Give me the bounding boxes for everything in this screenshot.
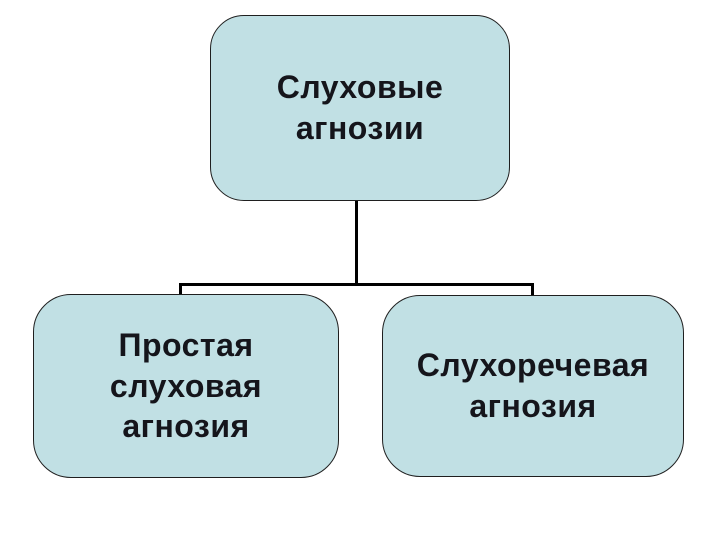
node-auditory-agnosias: Слуховые агнозии xyxy=(210,15,510,201)
connector-root-stem xyxy=(355,200,358,286)
node-simple-auditory-agnosia-label: Простая слуховая агнозия xyxy=(109,326,263,445)
connector-drop-left xyxy=(179,283,182,296)
node-auditory-speech-agnosia-label: Слухоречевая агнозия xyxy=(416,347,650,424)
connector-drop-right xyxy=(531,283,534,296)
node-auditory-agnosias-label: Слуховые агнозии xyxy=(276,69,444,146)
connector-crossbar xyxy=(179,283,534,286)
node-auditory-speech-agnosia: Слухоречевая агнозия xyxy=(382,295,684,477)
node-simple-auditory-agnosia: Простая слуховая агнозия xyxy=(33,294,339,478)
